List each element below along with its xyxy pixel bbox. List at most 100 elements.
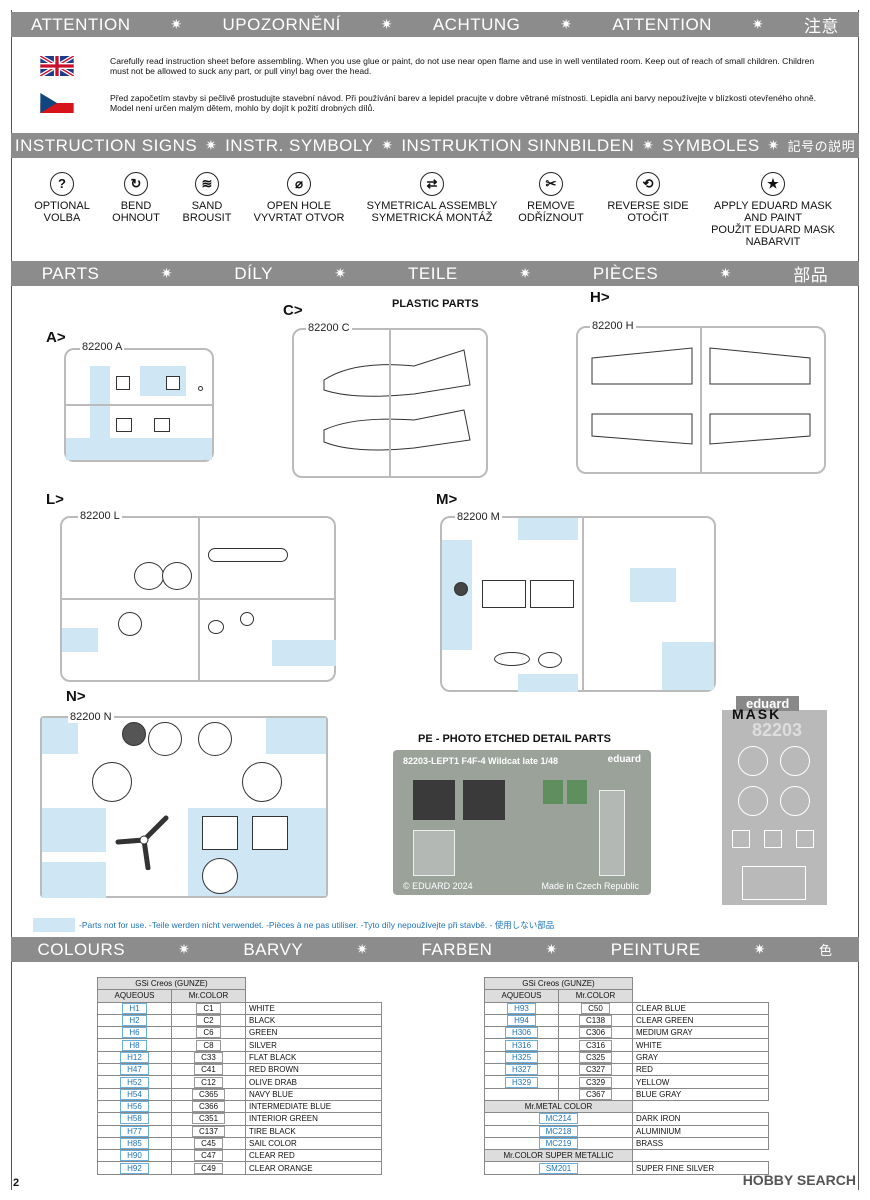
sign-label: NABARVIT [745,236,801,248]
unused-part-area [42,862,106,898]
paint-code-cell: H77 [97,1124,172,1138]
paint-subheader: Mr.COLOR SUPER METALLIC [484,1149,633,1163]
runner [62,598,334,600]
czech-flag-icon [40,93,74,113]
paint-brand-header: GSi Creos (GUNZE) [97,976,246,991]
sign-label: REVERSE SIDE [607,200,689,212]
paint-name: WHITE [245,1001,382,1015]
paint-name: MEDIUM GRAY [632,1026,769,1040]
colours-jp: 色 [818,943,833,958]
pe-part [567,780,587,804]
sprue-m-label: M> [436,491,458,508]
colours-fr: PEINTURE [610,939,701,959]
paint-code: C8 [196,1039,221,1051]
mask-code: 82203 [752,720,803,740]
paint-code-cell: C1 [171,1001,246,1015]
sign-label: OPEN HOLE [266,200,332,212]
unused-parts-swatch [33,918,75,932]
paint-code-cell: C367 [558,1087,633,1101]
part [208,620,224,634]
paint-code-cell: H94 [484,1013,559,1028]
paint-code: H1 [122,1002,147,1014]
paint-name: TIRE BLACK [245,1124,382,1138]
paint-name: RED BROWN [245,1063,382,1077]
paint-code-cell: H56 [97,1099,172,1114]
paint-code: C325 [578,1051,613,1063]
part [122,722,146,746]
paint-code-cell [484,1087,559,1101]
paint-code-cell: H58 [97,1112,172,1126]
paint-code-cell: C365 [171,1087,246,1101]
paint-code-cell: C329 [558,1075,633,1089]
mask-canopy [742,866,806,900]
mask-circle [780,786,810,816]
uk-flag-icon [40,56,74,76]
mr-color-header: Mr.COLOR [558,989,633,1003]
unused-part-area [272,640,336,666]
part [494,652,530,666]
colours-header: COLOURS✷ BARVY✷ FARBEN✷ PEINTURE✷ 色 [11,937,859,962]
paint-name: BLACK [245,1013,382,1028]
sprue-l [60,516,336,682]
paint-code: C2 [196,1015,221,1027]
sign-label: OHNOUT [112,212,160,224]
paint-code: H2 [122,1015,147,1027]
sign-label: SYMETRICKÁ MONTÁŽ [371,212,493,224]
aqueous-header: AQUEOUS [97,989,172,1003]
paint-code-cell: H47 [97,1063,172,1077]
sign-label: APPLY EDUARD MASK [713,200,833,212]
sign-label: SAND [191,200,223,212]
part [240,612,254,626]
part [162,562,192,590]
parts-jp: 部品 [793,266,829,285]
part [530,580,574,608]
paint-code: H52 [120,1076,149,1088]
unused-parts-text: -Parts not for use. -Teile werden nicht … [79,920,555,930]
parts-de: TEILE [408,263,458,283]
paint-name: GRAY [632,1050,769,1065]
paint-code-cell: H1 [97,1001,172,1015]
mask-square [732,830,750,848]
part [202,816,238,850]
unused-part-area [42,718,78,754]
part [118,612,142,636]
paint-code-cell: H2 [97,1013,172,1028]
bend-icon: ↻ [124,172,148,196]
paint-name: GREEN [245,1026,382,1040]
paint-row: H325 C325 GRAY [484,1050,769,1065]
part [116,418,132,432]
sign-label: VOLBA [43,212,81,224]
paint-code: H92 [120,1162,149,1174]
paint-brand-header: GSi Creos (GUNZE) [484,976,633,991]
sign-label: REMOVE [527,200,575,212]
mask-square [796,830,814,848]
part [134,562,164,590]
unused-part-area [518,518,578,540]
part [252,816,288,850]
paint-name: SILVER [245,1038,382,1052]
paint-code-cell: H325 [484,1050,559,1065]
colours-cz: BARVY [243,939,304,959]
unused-part-area [62,628,98,652]
paint-code: H329 [504,1076,539,1088]
paint-code-cell: C316 [558,1038,633,1052]
sign-sand: ≋ SAND BROUSIT [176,172,238,224]
part [116,376,130,390]
sprue-c [292,328,488,478]
engine-part [92,762,132,802]
paint-code: C366 [191,1101,226,1113]
sign-label: BEND [120,200,152,212]
paint-code-cell: H8 [97,1038,172,1052]
paint-code-cell: H329 [484,1075,559,1089]
pe-copyright: © EDUARD 2024 [403,881,473,891]
part [538,652,562,668]
sign-label: BROUSIT [182,212,232,224]
paint-subheader: Mr.METAL COLOR [484,1099,633,1114]
symmetrical-icon: ⇄ [420,172,444,196]
pe-seatbelts [599,790,625,876]
